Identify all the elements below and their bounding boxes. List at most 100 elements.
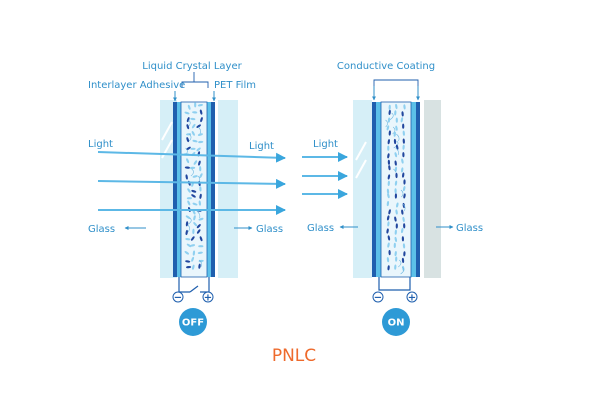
off-crystal-network-strand: [196, 210, 201, 219]
off-crystal-molecule: [200, 117, 203, 123]
off-crystal-molecule: [190, 147, 196, 150]
on-crystal-molecule: [386, 125, 390, 131]
on-crystal-molecule: [395, 117, 398, 123]
off-light-arrow-1: [97, 151, 286, 163]
on-glass-glare: [355, 159, 367, 179]
on-crystal-molecule: [394, 180, 398, 186]
on-crystal-molecule: [402, 243, 406, 249]
on-crystal-molecule: [401, 228, 404, 234]
on-crystal-molecule: [394, 236, 397, 242]
off-glass-right: [218, 100, 238, 278]
off-pet-left: [177, 102, 181, 277]
on-crystal-molecule: [402, 216, 405, 222]
on-crystal-molecule: [387, 235, 391, 241]
off-crystal-molecule: [186, 146, 191, 151]
off-panel: − + Liquid Crystal Layer Interlayer Adhe…: [88, 61, 286, 336]
off-liquid-crystal-bracket: [181, 81, 209, 88]
off-crystal-molecule: [197, 251, 203, 254]
off-crystal-molecule: [192, 111, 198, 114]
on-crystal-molecule: [394, 193, 398, 199]
off-label-liquid-crystal-layer: Liquid Crystal Layer: [142, 61, 242, 72]
off-crystal-molecule: [190, 117, 196, 121]
on-crystal-molecule: [393, 242, 396, 248]
off-crystal-molecule: [192, 139, 198, 143]
off-label-glass-right: Glass: [256, 224, 283, 235]
on-positive-terminal: [406, 291, 418, 303]
off-liquid-crystal-layer: [180, 101, 208, 278]
on-crystal-molecule: [402, 138, 405, 144]
on-positive-symbol: +: [408, 293, 416, 304]
on-label-glass-left: Glass: [307, 223, 334, 234]
on-crystal-molecule: [387, 117, 391, 123]
off-adhesive-right: [211, 102, 215, 277]
on-crystal-molecule: [386, 201, 390, 207]
off-label-light-out: Light: [249, 141, 274, 152]
on-crystal-molecule: [387, 159, 391, 165]
on-crystal-molecule: [395, 103, 398, 110]
off-crystal-molecule: [193, 222, 198, 227]
off-crystal-molecule: [192, 228, 195, 234]
off-crystal-molecule: [191, 123, 196, 129]
on-crystal-molecule: [394, 229, 397, 235]
off-crystal-molecule: [196, 124, 201, 128]
off-crystal-molecule: [194, 102, 197, 108]
on-crystal-molecule: [402, 172, 405, 178]
off-positive-terminal: [202, 291, 214, 303]
off-crystal-molecule: [184, 251, 190, 255]
off-crystal-molecule: [197, 133, 203, 136]
off-crystal-molecule: [189, 244, 196, 247]
on-crystal-molecule: [395, 209, 398, 215]
off-crystal-molecule: [187, 188, 191, 193]
on-crystal-molecule: [387, 174, 391, 180]
off-crystal-molecule: [185, 260, 191, 263]
on-crystal-molecule: [403, 179, 406, 185]
on-crystal-molecule: [401, 158, 404, 164]
off-crystal-molecule: [191, 256, 195, 262]
off-crystal-molecule: [186, 137, 189, 143]
off-label-glass-left: Glass: [88, 224, 115, 235]
off-crystal-molecule: [198, 245, 204, 248]
on-crystal-molecule: [395, 172, 398, 179]
on-coating-bracket: [373, 79, 419, 86]
on-label-light-in: Light: [313, 139, 338, 150]
on-label-conductive-coating: Conductive Coating: [337, 61, 435, 72]
off-crystal-molecule: [191, 189, 197, 193]
off-crystal-molecule: [185, 215, 191, 219]
on-crystal-molecule: [386, 257, 390, 263]
off-crystal-molecule: [198, 263, 201, 269]
off-crystal-network-strand: [187, 224, 190, 233]
on-crystal-network-strand: [392, 126, 396, 135]
off-pet-right: [207, 102, 211, 277]
off-glass-left: [160, 100, 177, 278]
on-crystal-molecule: [386, 228, 389, 234]
off-crystal-network-strand: [190, 168, 194, 177]
off-crystal-network-strand: [197, 126, 201, 135]
on-crystal-network-strand: [396, 133, 400, 142]
off-crystal-molecule: [192, 202, 198, 206]
on-crystal-molecule: [387, 193, 390, 199]
off-switch-open: [189, 285, 199, 293]
off-label-interlayer-adhesive: Interlayer Adhesive: [88, 80, 185, 91]
on-panel: − + Conductive Coating Light Glass Glass…: [302, 61, 483, 336]
off-crystal-network-strand: [188, 133, 192, 142]
off-crystal-molecule: [199, 236, 203, 242]
off-crystal-molecule: [191, 194, 196, 198]
off-crystal-molecule: [186, 124, 190, 130]
diagram-title: PNLC: [272, 346, 316, 366]
on-crystal-molecule: [387, 242, 390, 248]
on-crystal-molecule: [387, 221, 390, 227]
off-crystal-molecule: [199, 173, 203, 178]
on-glass-glare: [355, 141, 367, 161]
off-adhesive-left: [173, 102, 177, 277]
off-crystal-molecule: [196, 147, 201, 152]
on-crystal-molecule: [387, 139, 390, 145]
off-crystal-molecule: [199, 109, 203, 115]
off-glass-glare: [161, 121, 173, 141]
off-crystal-molecule: [186, 158, 190, 164]
off-crystal-molecule: [193, 160, 198, 165]
on-pet-right: [411, 102, 416, 277]
off-negative-terminal: [172, 291, 184, 303]
off-crystal-molecule: [193, 215, 196, 221]
